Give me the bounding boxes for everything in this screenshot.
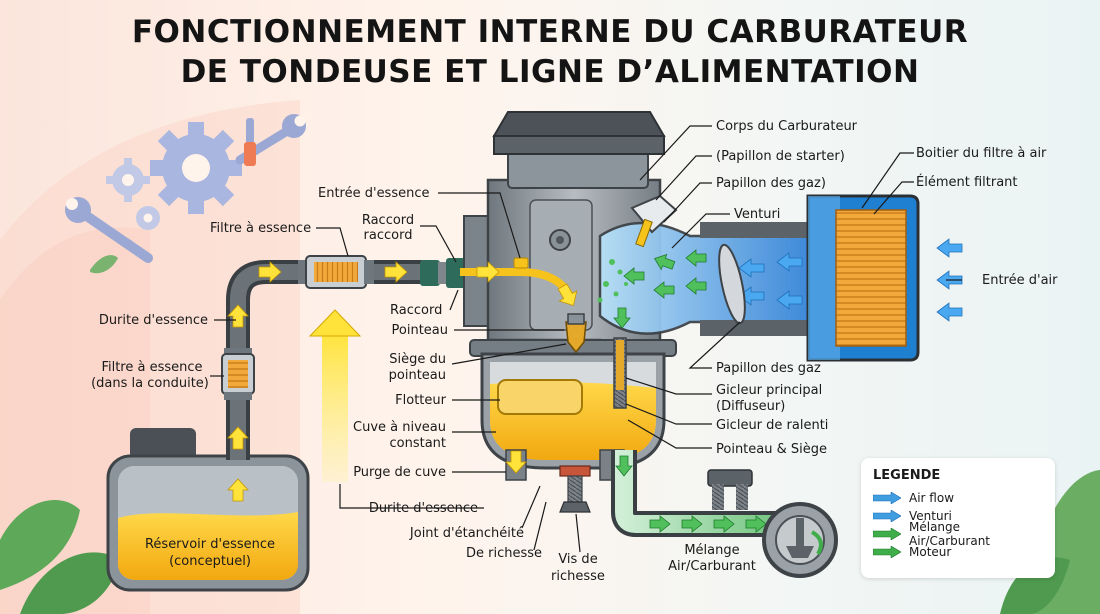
label-raccord-2: raccord (364, 228, 413, 243)
label-venturi: Venturi (734, 207, 780, 222)
fuel-hose (226, 260, 422, 460)
fuel-flow-beam (308, 309, 362, 482)
engine-valve (762, 502, 838, 578)
label-entree-essence: Entrée d'essence (318, 186, 430, 201)
label-reservoir-line1: Réservoir d'essence (145, 537, 275, 552)
fuel-tank: Réservoir d'essence (conceptuel) (106, 428, 310, 592)
legend-item-melange: Mélange Air/Carburant (873, 520, 1043, 548)
label-cuve-2: constant (389, 436, 446, 451)
gear-icon (106, 122, 242, 230)
legend-title: LEGENDE (873, 468, 941, 483)
diagram-title: FONCTIONNEMENT INTERNE DU CARBURATEUR DE… (0, 12, 1100, 92)
arrow-right-icon (873, 528, 901, 540)
labels: Corps du Carburateur (Papillon de starte… (91, 119, 1058, 584)
air-filter-box (806, 194, 920, 362)
float-bowl (469, 313, 677, 513)
mixture-arrows-venturi (597, 249, 707, 329)
label-de-richesse: De richesse (466, 546, 542, 561)
legend-label: Venturi (909, 509, 952, 523)
throttle-plate (718, 243, 746, 325)
title-line-1: FONCTIONNEMENT INTERNE DU CARBURATEUR (131, 14, 969, 50)
title-line-2: DE TONDEUSE ET LIGNE D’ALIMENTATION (180, 54, 920, 90)
arrow-right-icon (873, 492, 901, 504)
legend-item-air-flow: Air flow (873, 489, 1043, 507)
leaves-decor (0, 255, 1100, 614)
fuel-filter (298, 255, 374, 289)
label-reservoir-line2: (conceptuel) (169, 554, 251, 569)
idle-screws (707, 469, 753, 510)
legend-label: Air flow (909, 491, 955, 505)
legend: LEGENDE Air flow Venturi Mélange Air/Car… (861, 458, 1055, 578)
label-purge: Purge de cuve (353, 465, 446, 480)
label-cuve-1: Cuve à niveau (353, 420, 446, 435)
label-flotteur: Flotteur (395, 393, 446, 408)
legend-label: Mélange Air/Carburant (909, 520, 991, 548)
label-gicleur-ralenti: Gicleur de ralenti (716, 418, 828, 433)
label-raccord-bottom: Raccord (390, 303, 442, 318)
label-starter: (Papillon de starter) (716, 149, 845, 164)
label-durite-bottom: Durite d'essence (369, 501, 478, 516)
label-siege-2: pointeau (389, 368, 446, 383)
label-vis-2: richesse (551, 569, 605, 584)
label-filtre-conduite-2: (dans la conduite) (91, 376, 209, 391)
fuel-connector (420, 258, 468, 288)
label-siege-1: Siège du (389, 352, 446, 367)
label-gicleur-principal-1: Gicleur principal (716, 383, 822, 398)
label-filtre-essence: Filtre à essence (210, 221, 311, 236)
inline-fuel-filter (221, 348, 255, 400)
label-element-filtrant: Élément filtrant (916, 174, 1018, 190)
label-filtre-conduite-1: Filtre à essence (101, 360, 202, 375)
label-melange-1: Mélange (684, 543, 739, 558)
arrow-right-icon (873, 510, 901, 522)
leader-lines (210, 125, 962, 553)
label-pointeau-siege: Pointeau & Siège (716, 442, 827, 457)
legend-item-moteur: Moteur (873, 543, 1043, 561)
label-corps: Corps du Carburateur (716, 119, 858, 134)
label-vis-1: Vis de (558, 552, 597, 567)
label-raccord-1: Raccord (362, 213, 414, 228)
label-durite-top: Durite d'essence (99, 313, 208, 328)
label-entree-air: Entrée d'air (982, 273, 1058, 288)
label-papillon-gaz: Papillon des gaz (716, 361, 821, 376)
label-boitier-filtre: Boitier du filtre à air (916, 146, 1047, 161)
mixture-pipe (611, 450, 790, 537)
legend-item-venturi: Venturi (873, 507, 1043, 525)
screwdriver-icon (244, 118, 256, 166)
label-joint: Joint d'étanchéité (409, 526, 524, 541)
legend-label: Moteur (909, 545, 952, 559)
label-papillon-gaz-top: Papillon des gaz) (716, 176, 826, 191)
label-melange-2: Air/Carburant (668, 559, 756, 574)
choke-valve (630, 194, 678, 248)
label-gicleur-principal-2: (Diffuseur) (716, 399, 785, 414)
arrow-right-icon (873, 546, 901, 558)
label-pointeau: Pointeau (392, 323, 448, 338)
